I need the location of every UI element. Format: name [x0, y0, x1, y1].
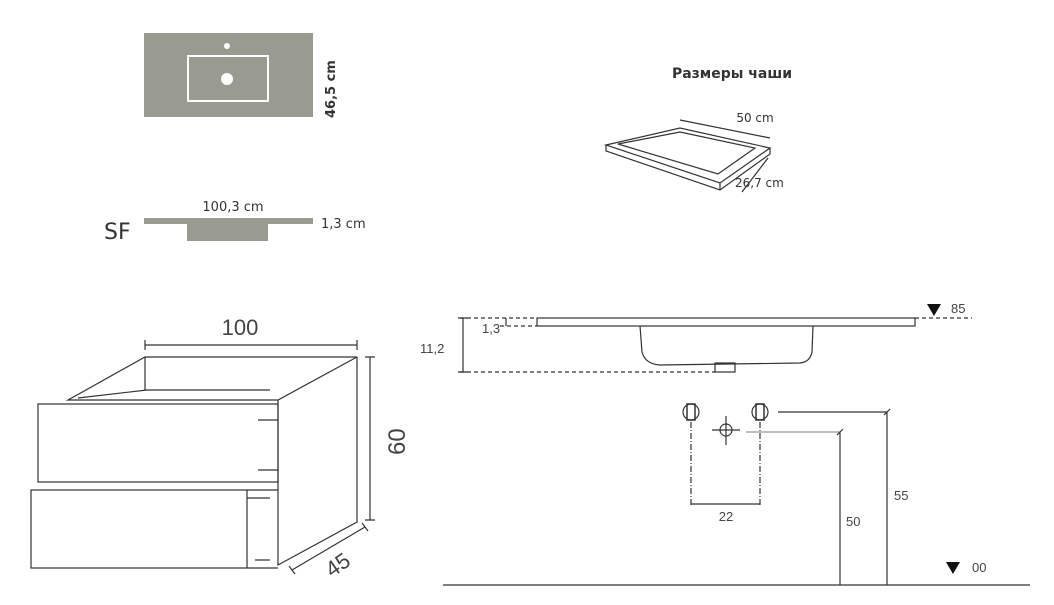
- slab-thickness-label: 1,3: [482, 321, 500, 336]
- depth-label: 46,5 cm: [324, 60, 339, 118]
- width-label: 100,3 cm: [202, 200, 263, 215]
- drain-height-label: 50: [846, 514, 860, 529]
- valve-icon: [751, 403, 769, 421]
- level-marker-icon: [927, 304, 941, 316]
- drain-hole-icon: [221, 73, 233, 85]
- top-level-label: 85: [951, 301, 965, 316]
- cabinet-height-label: 60: [384, 428, 411, 455]
- thickness-label: 1,3 cm: [321, 217, 366, 232]
- valve-height-label: 55: [894, 488, 908, 503]
- total-height-label: 11,2: [420, 341, 444, 356]
- bowl-length-label: 50 cm: [736, 111, 773, 125]
- cabinet-width-label: 100: [222, 315, 259, 340]
- valve-spacing-label: 22: [719, 509, 733, 524]
- series-label: SF: [104, 220, 131, 245]
- floor-level-marker-icon: [946, 562, 960, 574]
- bowl-dimensions: Размеры чаши 50 cm 26,7 cm: [603, 66, 792, 193]
- bowl-title: Размеры чаши: [672, 66, 792, 82]
- drain-crosshair-icon: [712, 416, 740, 445]
- basin-outline: [187, 55, 269, 102]
- valve-icon: [682, 403, 700, 421]
- cabinet-drawing: 100 60 45: [30, 315, 411, 583]
- countertop-profile: SF 100,3 cm 1,3 cm: [104, 200, 366, 245]
- installation-section: 11,2 1,3 85 22 55 50 00: [420, 301, 1030, 586]
- cabinet-depth-label: 45: [321, 548, 355, 583]
- countertop-top-view: 46,5 cm: [144, 33, 339, 118]
- tap-hole-icon: [224, 43, 230, 49]
- floor-level-label: 00: [972, 560, 986, 575]
- bowl-width-label: 26,7 cm: [735, 176, 784, 190]
